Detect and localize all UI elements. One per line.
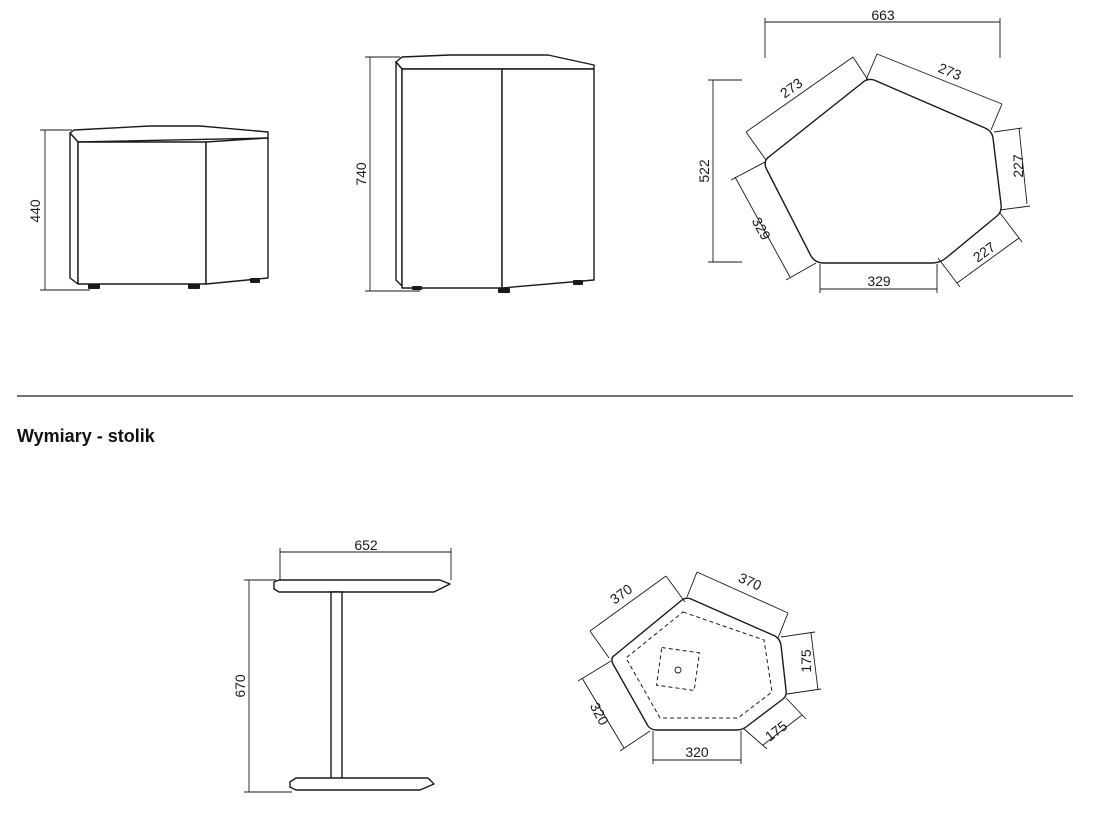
small-pouf-height-dimension: 440 (27, 129, 90, 291)
tall-pouf-height-label: 740 (353, 162, 369, 186)
pouf-top-view (764, 78, 1002, 264)
pouf-edge-right-label: 227 (1010, 154, 1026, 178)
pouf-overall-width-label: 663 (871, 7, 895, 23)
table-edge-bottom-label: 320 (685, 744, 709, 760)
table-top-view (611, 597, 787, 731)
small-pouf-side-view (69, 125, 269, 289)
table-top-width-label: 652 (354, 537, 378, 553)
table-side-view (273, 579, 451, 791)
pouf-edge-bottom-label: 329 (867, 273, 891, 289)
table-edge-left-label: 320 (587, 700, 612, 728)
table-edge-bottom-right-label: 175 (762, 717, 790, 744)
table-height-label: 670 (232, 674, 248, 698)
pouf-edge-bottom-right-label: 227 (970, 238, 998, 265)
section-title: Wymiary - stolik (17, 426, 155, 446)
tall-pouf-height-dimension: 740 (353, 56, 420, 292)
pouf-edge-top-left-label: 273 (777, 75, 805, 102)
pouf-edge-left-label: 329 (749, 214, 774, 242)
table-edge-right-label: 175 (798, 649, 814, 673)
tall-pouf-side-view (395, 54, 595, 293)
pouf-overall-depth-label: 522 (696, 159, 712, 183)
table-edge-top-right-label: 370 (736, 569, 764, 593)
table-side-dimensions: 652 670 (232, 537, 452, 793)
small-pouf-height-label: 440 (27, 199, 43, 223)
table-edge-top-left-label: 370 (607, 580, 635, 607)
